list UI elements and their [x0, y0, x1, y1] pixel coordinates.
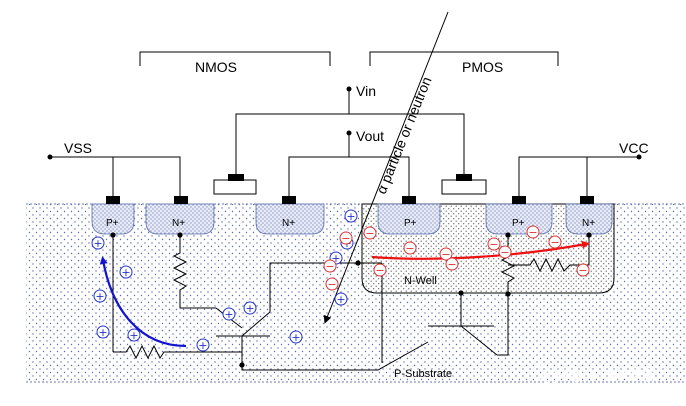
svg-text:−: −	[550, 236, 559, 249]
parasitic-nodes	[110, 232, 592, 368]
diffusion-n-plus-well-tap	[565, 203, 613, 235]
diffusion-n-plus-vss	[145, 203, 215, 235]
diffusion-contacts	[106, 196, 594, 204]
hole-carriers: +++++++++++++	[91, 209, 358, 352]
nmos-gate-contact	[228, 174, 244, 181]
electron-charge: −	[576, 263, 590, 277]
hole-charge: +	[196, 338, 210, 352]
electron-charge: −	[445, 257, 459, 271]
hole-charge: +	[334, 292, 348, 306]
label-n-plus-1: N+	[172, 218, 185, 229]
svg-text:+: +	[331, 252, 340, 265]
label-p-substrate: P-Substrate	[394, 368, 452, 380]
label-vss: VSS	[64, 140, 92, 156]
svg-text:−: −	[489, 238, 498, 251]
svg-text:−: −	[341, 232, 350, 245]
hole-charge: +	[91, 236, 105, 250]
hole-charge: +	[243, 301, 257, 315]
electron-charge: −	[526, 225, 540, 239]
label-vin: Vin	[356, 83, 376, 99]
electron-charge: −	[325, 277, 339, 291]
svg-text:−: −	[365, 227, 374, 240]
hole-charge: +	[119, 265, 133, 279]
wechat-icon	[531, 365, 559, 385]
hole-charge: +	[222, 307, 236, 321]
label-vout: Vout	[356, 128, 384, 144]
electron-charge: −	[363, 226, 377, 240]
nmos-gate	[213, 179, 257, 195]
diffusion-p-plus-vss	[91, 203, 135, 235]
electron-current-arrow	[371, 240, 590, 260]
electron-charge: −	[339, 231, 353, 245]
hole-charge: +	[344, 209, 358, 223]
label-pmos: PMOS	[462, 59, 503, 75]
metal-wiring	[50, 89, 639, 196]
svg-text:+: +	[121, 266, 130, 279]
watermark: 国产FPGA之家	[531, 365, 656, 385]
svg-text:+: +	[291, 331, 300, 344]
watermark-text: 国产FPGA之家	[563, 368, 656, 385]
diffusion-n-plus-nmos-drain	[255, 203, 325, 235]
label-p-plus-1: P+	[106, 218, 119, 229]
diffusion-p-plus-pmos-drain	[377, 203, 441, 235]
svg-text:−: −	[375, 264, 384, 277]
pmos-gate	[441, 179, 487, 195]
particle-track	[323, 11, 449, 324]
terminal-dots	[47, 86, 642, 160]
pmos-gate-contact	[456, 174, 472, 181]
electron-charge: −	[498, 245, 512, 259]
svg-text:+: +	[93, 237, 102, 250]
electron-charge: −	[373, 263, 387, 277]
label-n-plus-2: N+	[282, 218, 295, 229]
svg-text:+: +	[129, 329, 138, 342]
svg-text:−: −	[325, 260, 334, 273]
label-n-well: N-Well	[404, 275, 437, 287]
svg-text:+: +	[346, 210, 355, 223]
svg-text:−: −	[447, 258, 456, 271]
svg-text:+: +	[336, 293, 345, 306]
svg-text:+: +	[198, 339, 207, 352]
label-p-plus-2: P+	[404, 218, 417, 229]
svg-text:+: +	[224, 308, 233, 321]
svg-text:+: +	[245, 302, 254, 315]
electron-carriers: −−−−−−−−−−−−−	[323, 225, 590, 291]
nmos-bracket	[139, 51, 331, 66]
pmos-bracket	[369, 51, 559, 66]
svg-text:+: +	[98, 326, 107, 339]
hole-charge: +	[96, 325, 110, 339]
label-n-plus-3: N+	[582, 218, 595, 229]
label-p-plus-3: P+	[512, 218, 525, 229]
electron-charge: −	[403, 241, 417, 255]
svg-text:+: +	[95, 290, 104, 303]
electron-charge: −	[439, 247, 453, 261]
svg-text:−: −	[441, 248, 450, 261]
hole-charge: +	[93, 289, 107, 303]
electron-charge: −	[548, 235, 562, 249]
electron-charge: −	[487, 237, 501, 251]
label-vcc: VCC	[619, 140, 649, 156]
svg-text:−: −	[500, 246, 509, 259]
hole-charge: +	[289, 330, 303, 344]
svg-text:−: −	[528, 226, 537, 239]
label-nmos: NMOS	[195, 59, 237, 75]
electron-charge: −	[323, 259, 337, 273]
hole-charge: +	[127, 328, 141, 342]
hole-current-arrow	[99, 256, 187, 348]
svg-text:−: −	[578, 264, 587, 277]
svg-text:−: −	[327, 278, 336, 291]
svg-text:−: −	[405, 242, 414, 255]
